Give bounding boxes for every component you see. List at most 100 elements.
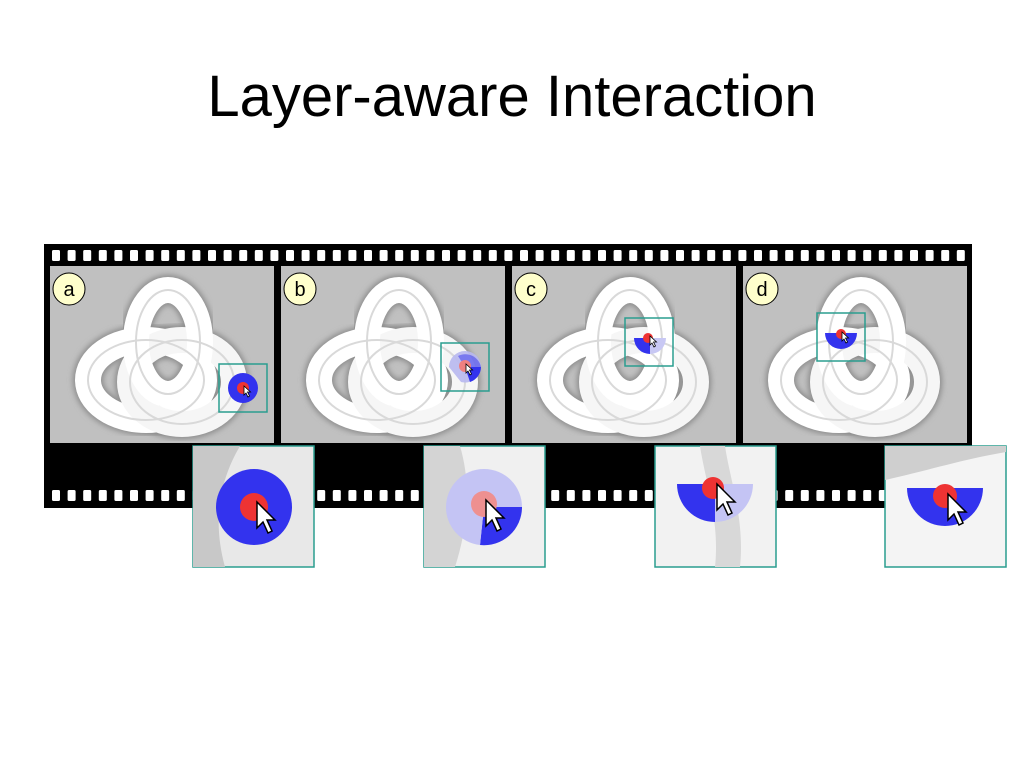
film-perforation xyxy=(130,250,138,261)
film-perforation xyxy=(551,250,560,261)
film-perforation xyxy=(473,250,482,261)
film-perforation xyxy=(67,250,76,261)
focus-box-b xyxy=(440,342,490,392)
film-perforation xyxy=(738,250,747,261)
frame-label-b: b xyxy=(294,279,305,301)
film-perforation xyxy=(239,250,248,261)
frame-b: b xyxy=(281,266,505,443)
film-perforation xyxy=(629,250,638,261)
film-perforation xyxy=(785,490,794,501)
layer-tool-b xyxy=(449,351,481,383)
film-perforation xyxy=(613,490,622,501)
frame-label-a: a xyxy=(63,279,75,301)
zoom-callout-a xyxy=(192,445,315,568)
film-perforation xyxy=(832,250,840,261)
film-perforation xyxy=(863,250,872,261)
film-perforation xyxy=(379,490,388,501)
layer-tool-c xyxy=(634,333,666,354)
film-perforation xyxy=(348,250,357,261)
film-perforation xyxy=(114,490,123,501)
frame-a: a xyxy=(50,266,274,443)
film-perforation xyxy=(816,490,825,501)
film-perforation xyxy=(800,490,809,501)
film-perforation xyxy=(832,490,840,501)
film-perforation xyxy=(161,250,170,261)
focus-box-c xyxy=(624,317,674,367)
film-perforation xyxy=(395,250,404,261)
film-perforation xyxy=(379,250,388,261)
film-perforation xyxy=(395,490,404,501)
film-perforation xyxy=(254,250,263,261)
film-perforation xyxy=(286,250,294,261)
film-perforation xyxy=(208,250,216,261)
film-perforation xyxy=(598,490,606,501)
slide-title: Layer-aware Interaction xyxy=(207,64,817,129)
frame-label-c: c xyxy=(526,279,536,301)
film-perforation xyxy=(161,490,170,501)
film-perforation xyxy=(488,250,497,261)
frame-badge-b xyxy=(283,272,317,306)
frame-c: c xyxy=(512,266,736,443)
film-perforation xyxy=(145,250,154,261)
film-perforation xyxy=(67,490,76,501)
film-perforation xyxy=(114,250,123,261)
film-perforation xyxy=(629,490,638,501)
film-perforation xyxy=(348,490,357,501)
film-perforation xyxy=(98,250,107,261)
film-perforation xyxy=(613,250,622,261)
film-perforation xyxy=(941,250,950,261)
film-perforation xyxy=(847,490,856,501)
frame-badge-d xyxy=(745,272,779,306)
film-perforation xyxy=(676,250,684,261)
film-perforation xyxy=(816,250,825,261)
film-perforation xyxy=(364,490,372,501)
film-perforation xyxy=(145,490,154,501)
film-perforation xyxy=(722,250,731,261)
film-perforation xyxy=(598,250,606,261)
film-perforation xyxy=(691,250,700,261)
film-perforation xyxy=(332,250,341,261)
film-perforation xyxy=(410,250,419,261)
film-perforation xyxy=(426,250,435,261)
film-perforation xyxy=(660,250,669,261)
zoom-callout-b xyxy=(423,445,546,568)
film-perforation xyxy=(176,250,185,261)
film-perforation xyxy=(301,250,310,261)
film-perforation xyxy=(785,250,794,261)
film-perforation xyxy=(566,250,575,261)
film-perforation xyxy=(270,250,279,261)
focus-box-d xyxy=(816,312,866,362)
focus-box-a xyxy=(218,363,268,413)
film-perforation xyxy=(878,250,887,261)
film-perforation xyxy=(176,490,185,501)
film-perforation xyxy=(520,250,528,261)
film-perforation xyxy=(847,250,856,261)
film-perforation xyxy=(317,250,326,261)
frame-badge-c xyxy=(514,272,548,306)
film-perforation xyxy=(551,490,560,501)
film-perforation xyxy=(582,490,591,501)
film-perforation xyxy=(956,250,965,261)
zoom-callout-c xyxy=(654,445,777,568)
film-perforation xyxy=(83,250,92,261)
film-perforation xyxy=(410,490,419,501)
film-perforation xyxy=(707,250,716,261)
frame-badge-a xyxy=(52,272,86,306)
film-perforation xyxy=(332,490,341,501)
film-perforation xyxy=(769,250,778,261)
film-perforation xyxy=(98,490,107,501)
film-perforation xyxy=(192,250,201,261)
frame-label-d: d xyxy=(756,279,767,301)
film-perforation xyxy=(364,250,372,261)
layer-tool-a xyxy=(228,373,258,403)
film-perforation xyxy=(504,250,513,261)
film-perforation xyxy=(644,250,653,261)
frame-d: d xyxy=(743,266,967,443)
film-perforation xyxy=(130,490,138,501)
film-perforation xyxy=(582,250,591,261)
film-perforation xyxy=(800,250,809,261)
film-perforation xyxy=(223,250,232,261)
film-perforation xyxy=(754,250,762,261)
film-perforation xyxy=(910,250,918,261)
